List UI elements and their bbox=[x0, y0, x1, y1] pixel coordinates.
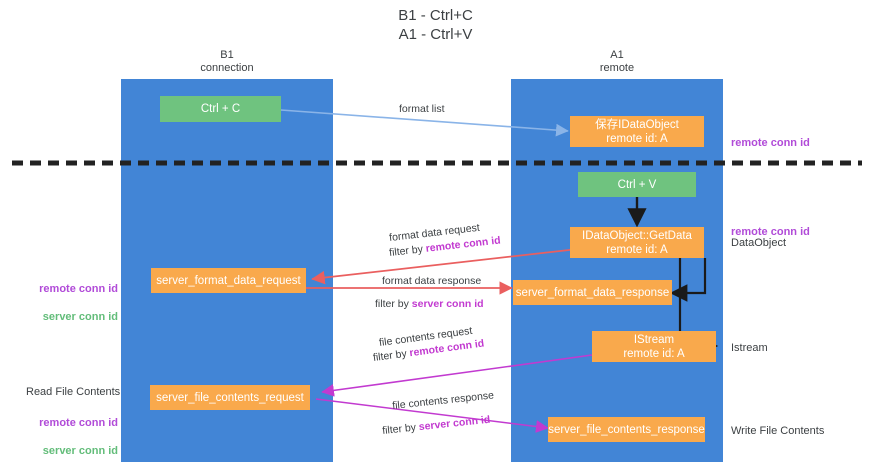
filter-key-server-conn-id: server conn id bbox=[411, 298, 484, 310]
annotation-left-keys-bottom: remote conn id server conn id bbox=[22, 402, 118, 458]
annotation-remote-conn-id: remote conn id bbox=[39, 283, 118, 295]
lane-header-b1: B1 connection bbox=[200, 49, 254, 74]
label-format-data-response: format data response bbox=[382, 275, 482, 287]
filter-prefix: filter by bbox=[381, 421, 420, 438]
box-getdata[interactable]: IDataObject::GetData remote id: A bbox=[570, 227, 704, 258]
box-ctrl-v[interactable]: Ctrl + V bbox=[578, 172, 696, 197]
box-server-format-data-request[interactable]: server_format_data_request bbox=[151, 268, 306, 293]
annotation-right-istream: Istream bbox=[731, 342, 768, 354]
box-idataobject[interactable]: 保存IDataObject remote id: A bbox=[570, 116, 704, 147]
annotation-left-read-file-contents: Read File Contents bbox=[26, 386, 121, 398]
annotation-left-keys-mid: remote conn id server conn id bbox=[22, 268, 118, 324]
arrow-format-list bbox=[280, 109, 569, 137]
arrow-format-data-request bbox=[311, 248, 579, 285]
label-format-data-response-filter: filter by server conn id bbox=[375, 298, 484, 311]
box-server-file-contents-request[interactable]: server_file_contents_request bbox=[150, 385, 310, 410]
annotation-server-conn-id: server conn id bbox=[42, 311, 118, 323]
box-server-file-contents-response[interactable]: server_file_contents_response bbox=[548, 417, 705, 442]
box-ctrl-c[interactable]: Ctrl + C bbox=[160, 96, 281, 122]
box-istream[interactable]: IStream remote id: A bbox=[592, 331, 716, 362]
annotation-right-remote-conn-id-mid: remote conn id bbox=[731, 211, 810, 239]
filter-prefix: filter by bbox=[375, 298, 412, 310]
arrow-file-contents-request bbox=[321, 354, 593, 397]
annotation-text: remote conn id bbox=[731, 137, 810, 149]
arrow-getdata-to-format-response bbox=[669, 258, 707, 302]
page-title: B1 - Ctrl+C A1 - Ctrl+V bbox=[398, 7, 473, 43]
annotation-right-write-file-contents: Write File Contents bbox=[731, 425, 825, 437]
annotation-remote-conn-id: remote conn id bbox=[39, 417, 118, 429]
lane-header-a1: A1 remote bbox=[599, 49, 635, 74]
annotation-right-remote-conn-id-top: remote conn id bbox=[731, 122, 810, 150]
box-server-format-data-response[interactable]: server_format_data_response bbox=[513, 280, 672, 305]
label-format-list: format list bbox=[399, 103, 445, 115]
annotation-server-conn-id: server conn id bbox=[42, 445, 118, 457]
annotation-right-dataobject: DataObject bbox=[731, 237, 787, 249]
arrow-file-contents-response bbox=[315, 398, 549, 433]
annotation-text: remote conn id bbox=[731, 226, 810, 238]
